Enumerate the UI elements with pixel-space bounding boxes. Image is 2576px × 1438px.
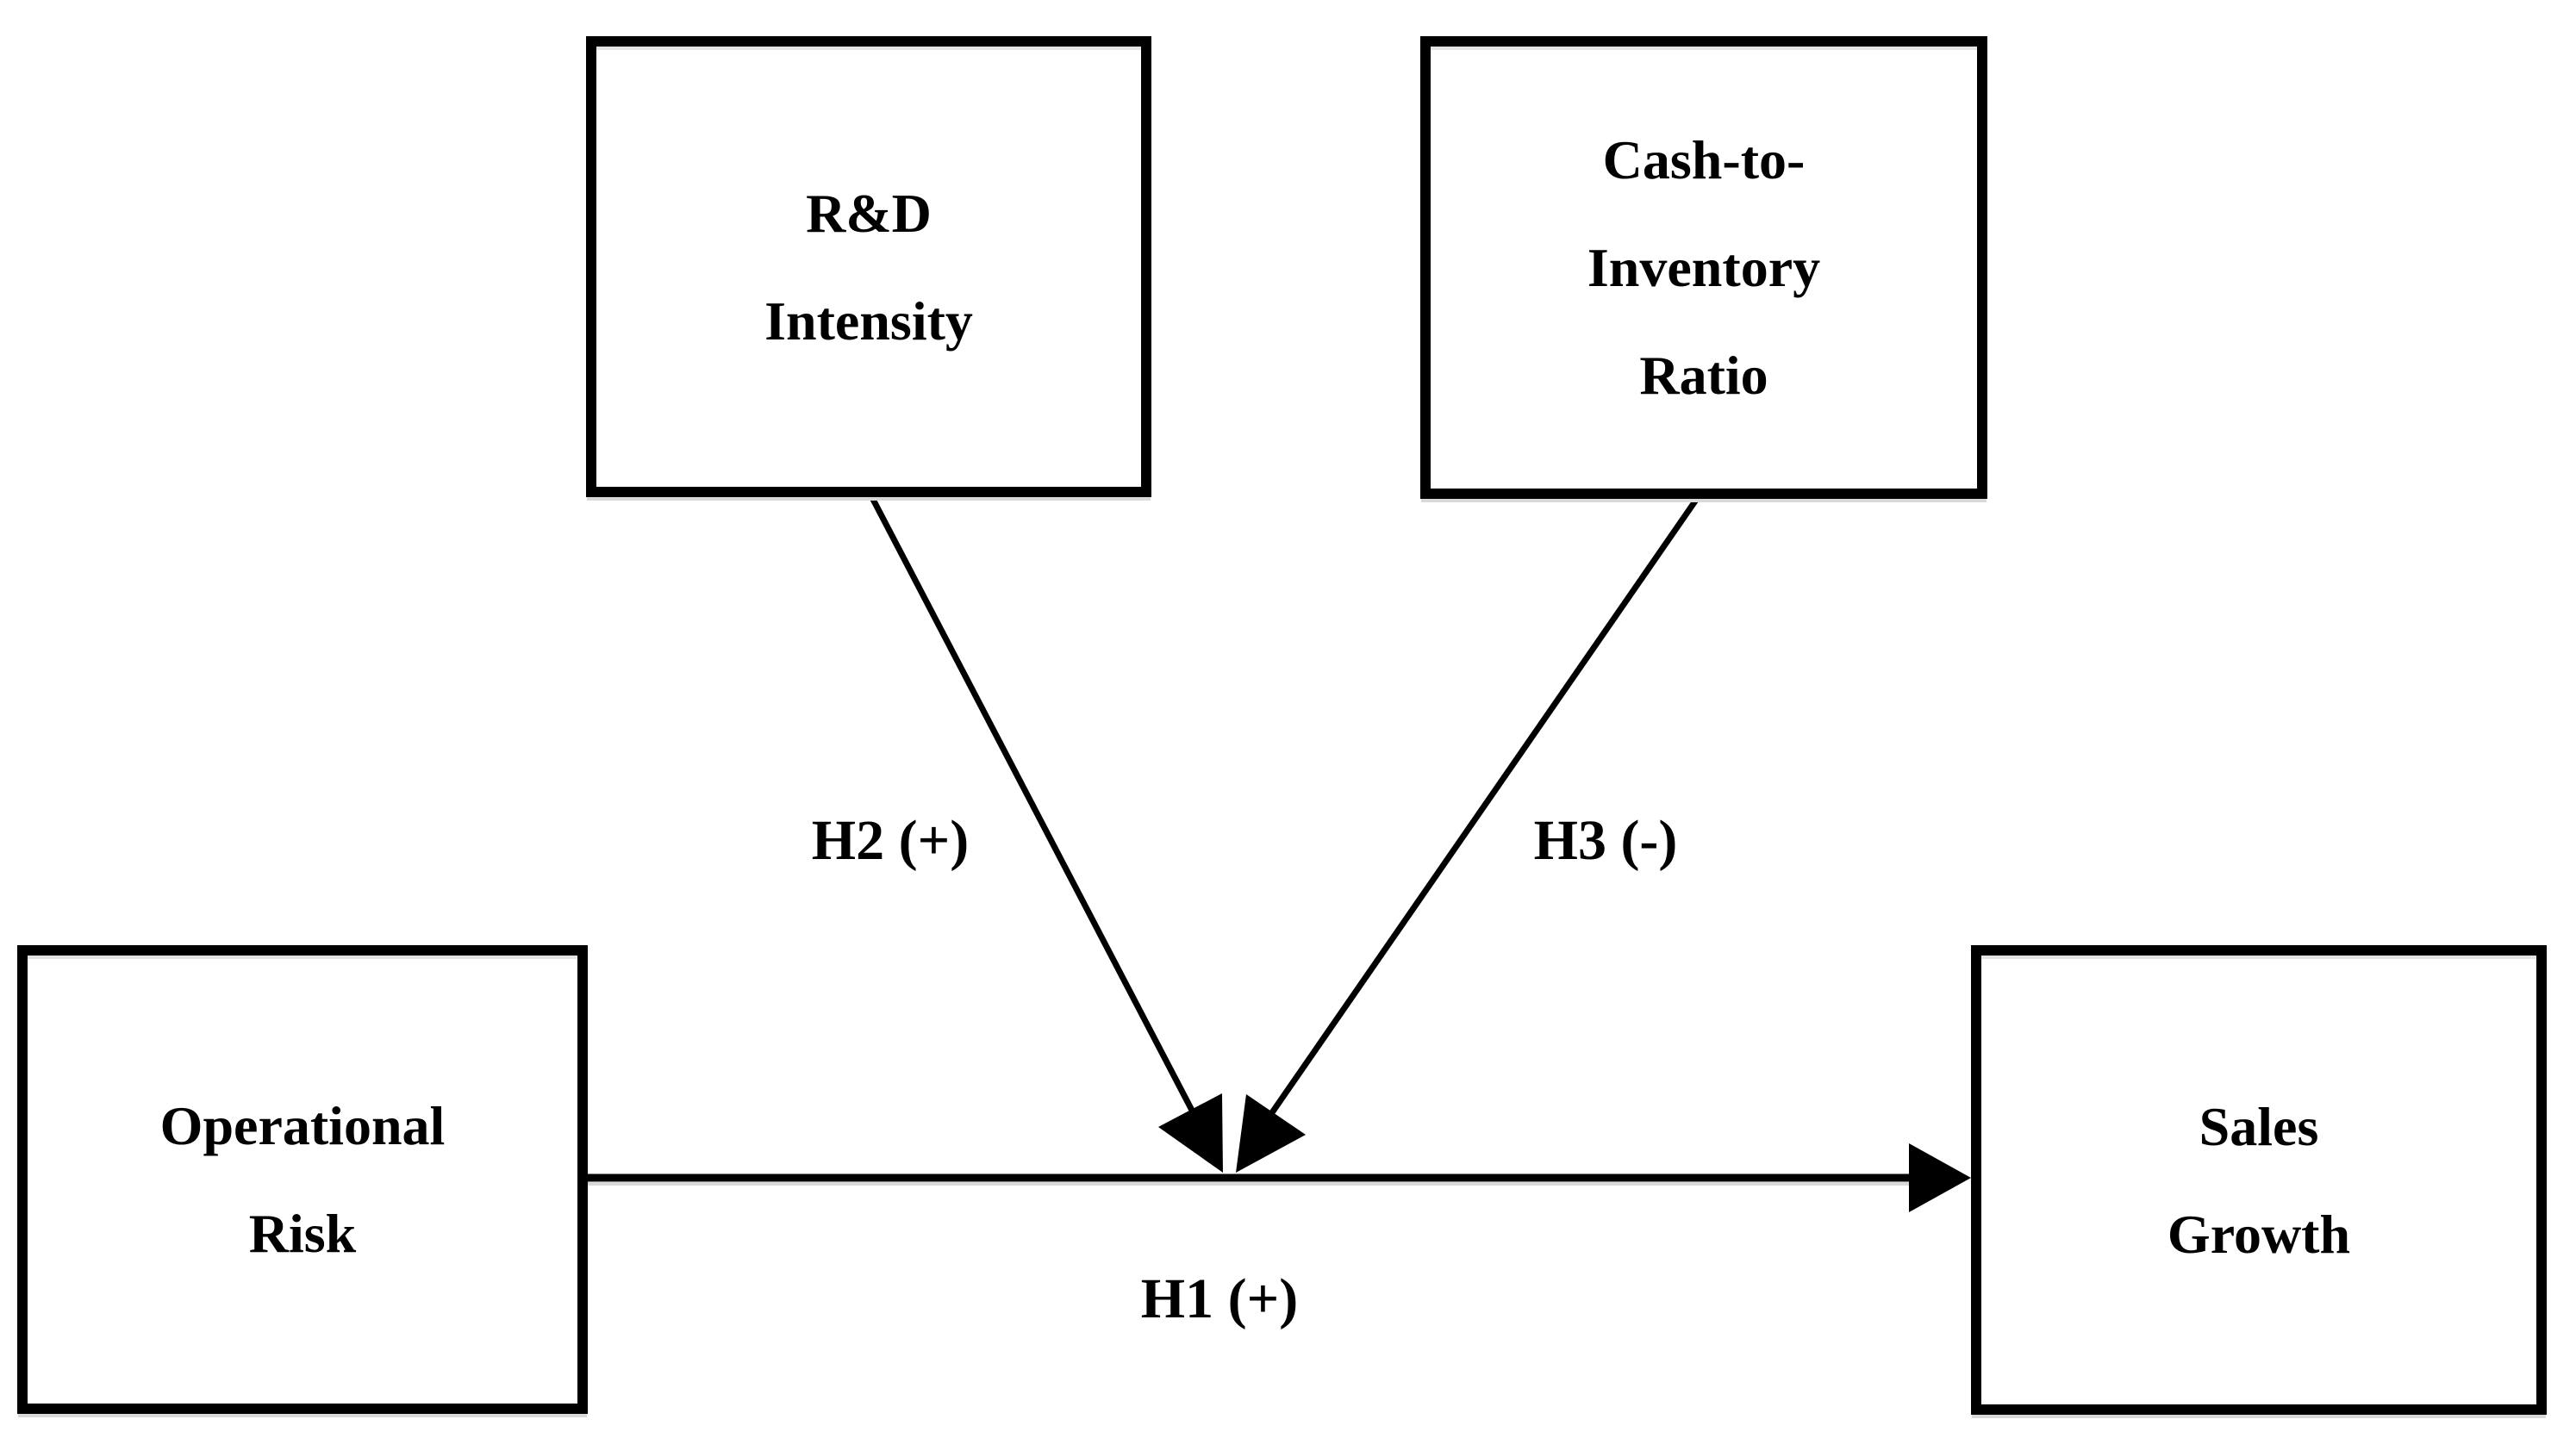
h1-arrowhead	[1909, 1143, 1971, 1212]
h2-arrowhead	[1158, 1093, 1223, 1173]
node-operational-risk: Operational Risk	[17, 945, 588, 1414]
node-sales-growth: Sales Growth	[1971, 945, 2547, 1415]
node-rd-intensity-label-line1: R&D	[806, 182, 932, 244]
node-sales-growth-label-line2: Growth	[2167, 1203, 2351, 1265]
node-cash-label-line2: Inventory	[1587, 237, 1821, 298]
node-rd-intensity-label-line2: Intensity	[764, 289, 973, 352]
node-operational-risk-label-line1: Operational	[159, 1095, 446, 1156]
h3-arrowhead	[1236, 1094, 1306, 1173]
node-sales-growth-label-line1: Sales	[2199, 1095, 2319, 1157]
node-rd-intensity: R&D Intensity	[586, 36, 1151, 497]
h2-arrow-line	[865, 489, 1201, 1124]
node-cash-label-line3: Ratio	[1639, 345, 1768, 406]
node-cash-to-inventory-ratio: Cash-to- Inventory Ratio	[1420, 36, 1987, 499]
edge-label-h1: H1 (+)	[1140, 1267, 1299, 1330]
h3-arrow-line	[1264, 489, 1705, 1122]
edge-label-h2: H2 (+)	[811, 809, 970, 872]
node-operational-risk-label-line2: Risk	[248, 1203, 357, 1264]
edge-label-h3: H3 (-)	[1533, 809, 1678, 872]
node-cash-label-line1: Cash-to-	[1602, 129, 1806, 190]
